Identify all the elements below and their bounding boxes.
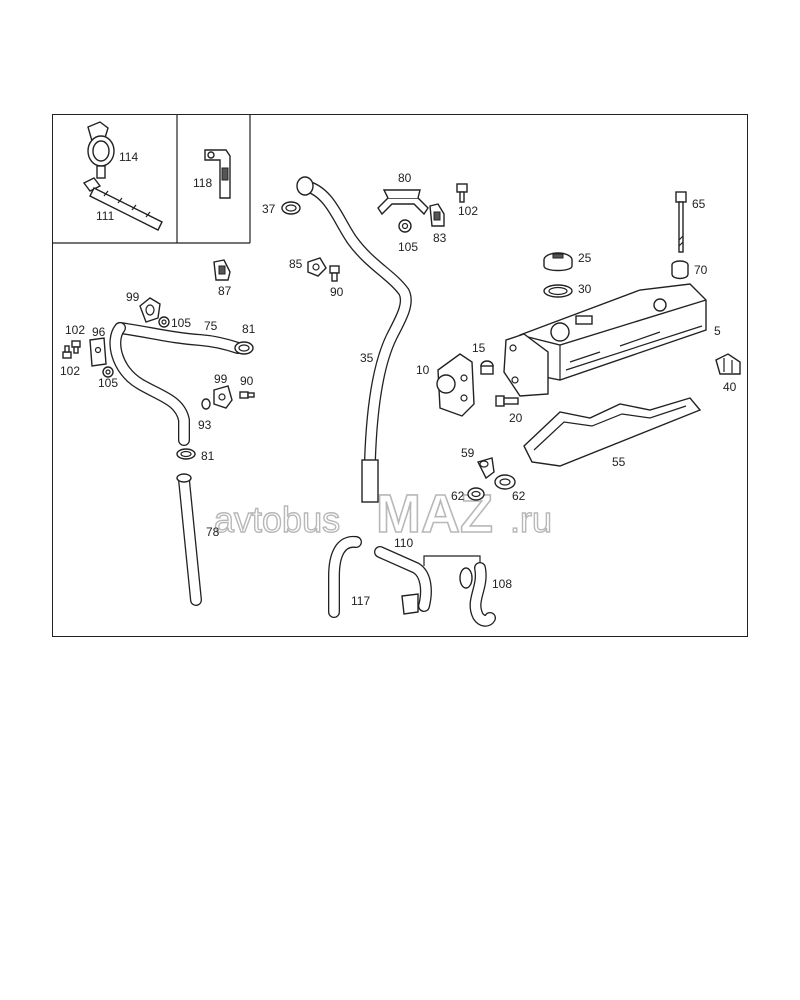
label-65: 65 [692,197,706,211]
label-10: 10 [416,363,430,377]
part-tie-strap-111[interactable] [82,177,163,231]
label-75: 75 [204,319,218,333]
label-114: 114 [119,150,138,164]
label-40: 40 [723,380,737,394]
part-head-cover-5[interactable] [503,283,707,397]
watermark-suffix: .ru [510,499,552,540]
part-clip-83[interactable] [429,203,445,227]
watermark: avtobus MAZ .ru [213,483,552,545]
part-clip-85[interactable] [307,257,327,277]
part-hose-clamp-81-bottom[interactable] [176,448,196,460]
part-clamp-62-left[interactable] [467,487,485,501]
label-117: 117 [351,594,370,608]
label-96: 96 [92,325,106,339]
part-bolt-90-left[interactable] [239,391,255,399]
label-55: 55 [612,455,626,469]
label-35: 35 [360,351,374,365]
part-nut-105-mid[interactable] [158,316,170,328]
diagram-frame [52,114,748,637]
label-85: 85 [289,257,303,271]
label-90-top: 90 [330,285,344,299]
part-clip-40[interactable] [715,353,741,375]
label-110: 110 [394,536,413,550]
part-hose-clamp-37[interactable] [281,201,301,215]
part-hose-75[interactable] [109,322,244,446]
part-hose-clamp-81-top[interactable] [234,341,254,355]
label-108: 108 [492,577,512,591]
part-grommet-70[interactable] [671,260,689,280]
leader-110 [423,555,481,566]
part-bolt-65[interactable] [675,191,687,253]
part-bolt-102-top[interactable] [456,183,468,203]
part-bolt-102-left-bottom[interactable] [62,345,72,359]
label-105-mid: 105 [171,316,191,330]
label-62-right: 62 [512,489,526,503]
part-oil-separator-10[interactable] [436,353,475,417]
part-nut-105-left[interactable] [102,366,114,378]
watermark-prefix: avtobus [214,499,340,540]
part-clamp-62-right[interactable] [494,474,516,490]
label-102-top: 102 [458,204,478,218]
label-25: 25 [578,251,592,265]
part-bracket-118[interactable] [204,149,231,199]
part-plug-15[interactable] [480,360,494,375]
part-hose-78[interactable] [176,473,202,606]
part-clip-99-top[interactable] [139,297,161,323]
part-hose-108[interactable] [459,562,496,627]
label-87: 87 [218,284,232,298]
part-bolt-102-left-top[interactable] [71,340,81,354]
label-30: 30 [578,282,592,296]
part-clip-99-bottom[interactable] [213,385,233,409]
part-bracket-96[interactable] [89,337,107,367]
part-seal-ring-30[interactable] [543,284,573,298]
label-102-left-top: 102 [65,323,85,337]
label-102-left-bottom: 102 [60,364,80,378]
label-37: 37 [262,202,276,216]
label-62-left: 62 [451,489,465,503]
label-81-top: 81 [242,322,256,336]
label-78: 78 [206,525,220,539]
label-81-bottom: 81 [201,449,215,463]
part-bolt-90-top[interactable] [329,265,340,282]
label-118: 118 [193,176,212,190]
label-93: 93 [198,418,212,432]
label-105-top: 105 [398,240,418,254]
label-105-left: 105 [98,376,118,390]
part-elbow-59[interactable] [476,457,495,480]
part-bracket-87[interactable] [213,259,231,281]
part-hose-35[interactable] [296,176,412,503]
part-oil-cap-25[interactable] [543,252,573,272]
part-nut-105-top[interactable] [398,219,412,233]
part-bolt-20[interactable] [495,395,519,407]
label-15: 15 [472,341,486,355]
part-gasket-55[interactable] [523,397,702,467]
label-111: 111 [96,209,115,223]
label-99-bottom: 99 [214,372,228,386]
part-washer-93[interactable] [201,398,211,410]
part-pipe-110[interactable] [374,546,432,615]
label-5: 5 [714,324,721,338]
label-83: 83 [433,231,447,245]
part-hose-117[interactable] [328,535,362,618]
label-59: 59 [461,446,475,460]
label-70: 70 [694,263,708,277]
part-clamp-114[interactable] [87,121,115,179]
part-bracket-80[interactable] [377,189,429,216]
label-99-top: 99 [126,290,140,304]
label-90-left: 90 [240,374,254,388]
label-80: 80 [398,171,412,185]
label-20: 20 [509,411,523,425]
